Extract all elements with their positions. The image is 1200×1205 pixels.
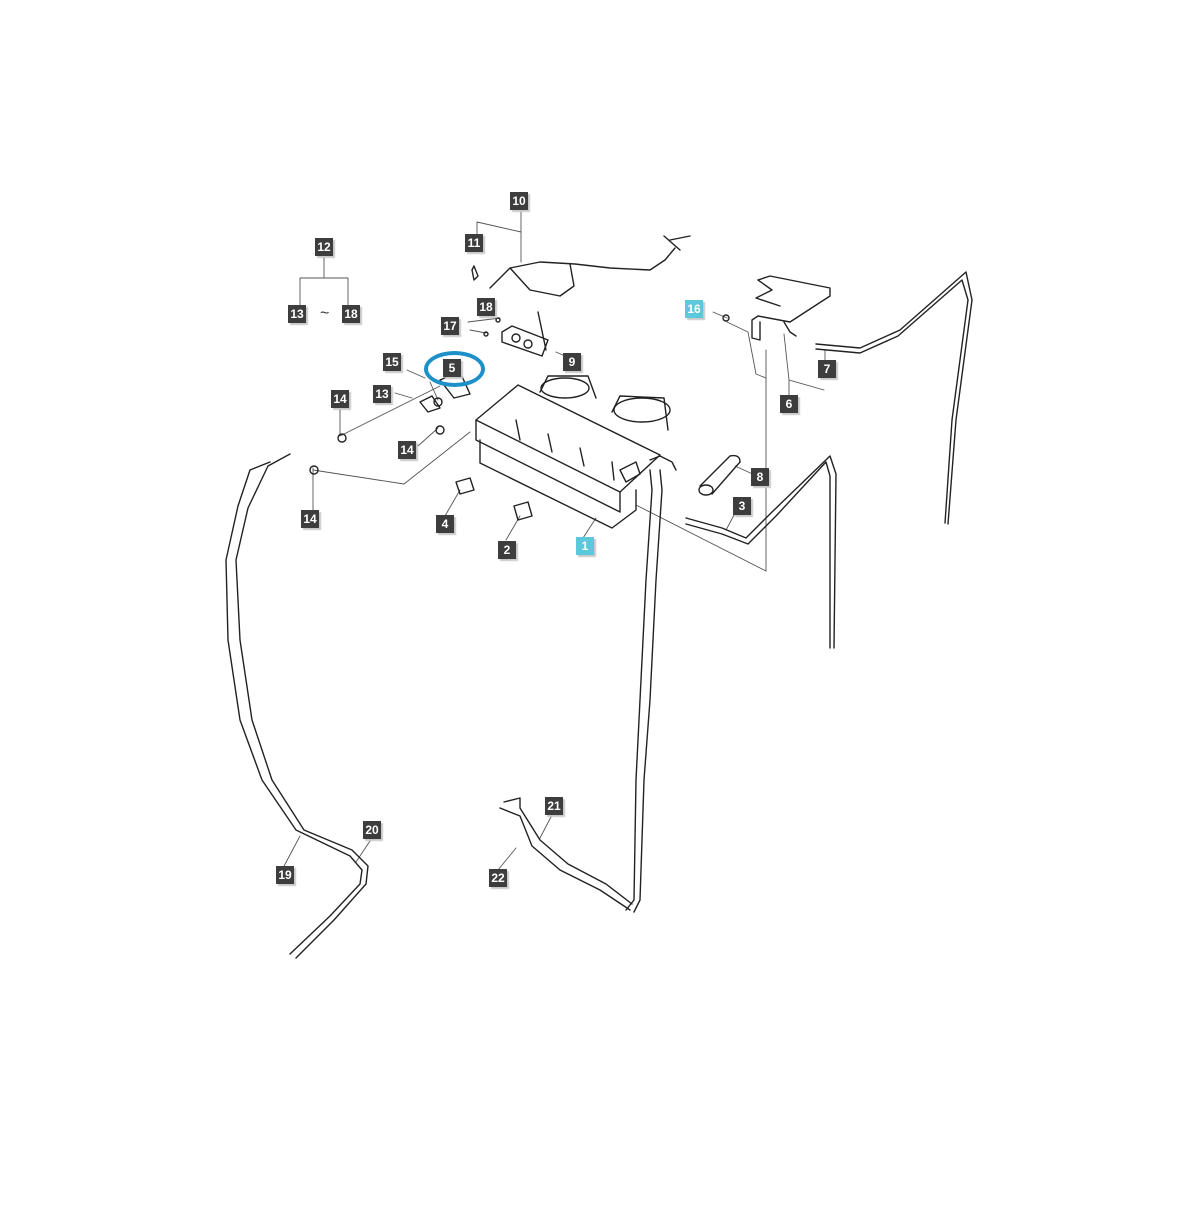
callout-part-18[interactable]: 18 bbox=[477, 298, 495, 316]
wiring-harness bbox=[471, 235, 691, 297]
drain-hose bbox=[625, 469, 653, 911]
callout-part-12[interactable]: 12 bbox=[315, 238, 333, 256]
callout-part-22[interactable]: 22 bbox=[489, 869, 507, 887]
range-separator: ~ bbox=[320, 305, 330, 322]
callout-part-14-b[interactable]: 14 bbox=[398, 441, 416, 459]
hose-3-inner bbox=[685, 461, 831, 649]
callout-part-1[interactable]: 1 bbox=[576, 537, 594, 555]
callout-part-6[interactable]: 6 bbox=[780, 395, 798, 413]
pipe-7-inner bbox=[815, 279, 969, 524]
callout-part-14-c[interactable]: 14 bbox=[301, 510, 319, 528]
callout-part-4[interactable]: 4 bbox=[436, 515, 454, 533]
callout-part-8[interactable]: 8 bbox=[751, 468, 769, 486]
callout-part-15[interactable]: 15 bbox=[383, 353, 401, 371]
mounting-bracket bbox=[751, 275, 831, 341]
hose-22 bbox=[503, 797, 633, 905]
callout-part-14-a[interactable]: 14 bbox=[331, 390, 349, 408]
hose-19-20 bbox=[225, 461, 363, 955]
callout-part-9[interactable]: 9 bbox=[563, 353, 581, 371]
heater-unit bbox=[475, 375, 677, 529]
callout-part-11[interactable]: 11 bbox=[465, 234, 483, 252]
callout-part-7[interactable]: 7 bbox=[818, 360, 836, 378]
callout-part-13[interactable]: 13 bbox=[373, 385, 391, 403]
callout-part-21[interactable]: 21 bbox=[545, 797, 563, 815]
control-panel bbox=[501, 311, 549, 357]
hose-21 bbox=[499, 807, 631, 911]
leader-lines bbox=[282, 209, 826, 871]
callout-part-17[interactable]: 17 bbox=[441, 317, 459, 335]
drain-hose-inner bbox=[633, 469, 663, 913]
callout-part-13-range-start[interactable]: 13 bbox=[288, 305, 306, 323]
callout-part-19[interactable]: 19 bbox=[276, 866, 294, 884]
sleeve-8 bbox=[698, 454, 741, 496]
callout-part-5[interactable]: 5 bbox=[443, 359, 461, 377]
callout-part-16[interactable]: 16 bbox=[685, 300, 703, 318]
callout-part-18-range-end[interactable]: 18 bbox=[342, 305, 360, 323]
hose-19-20-inner bbox=[235, 453, 369, 959]
callout-part-10[interactable]: 10 bbox=[510, 192, 528, 210]
pipe-7 bbox=[815, 271, 973, 525]
hose-3 bbox=[685, 455, 837, 649]
small-fittings bbox=[309, 314, 730, 521]
callout-part-20[interactable]: 20 bbox=[363, 821, 381, 839]
callout-part-3[interactable]: 3 bbox=[733, 497, 751, 515]
callout-part-2[interactable]: 2 bbox=[498, 541, 516, 559]
